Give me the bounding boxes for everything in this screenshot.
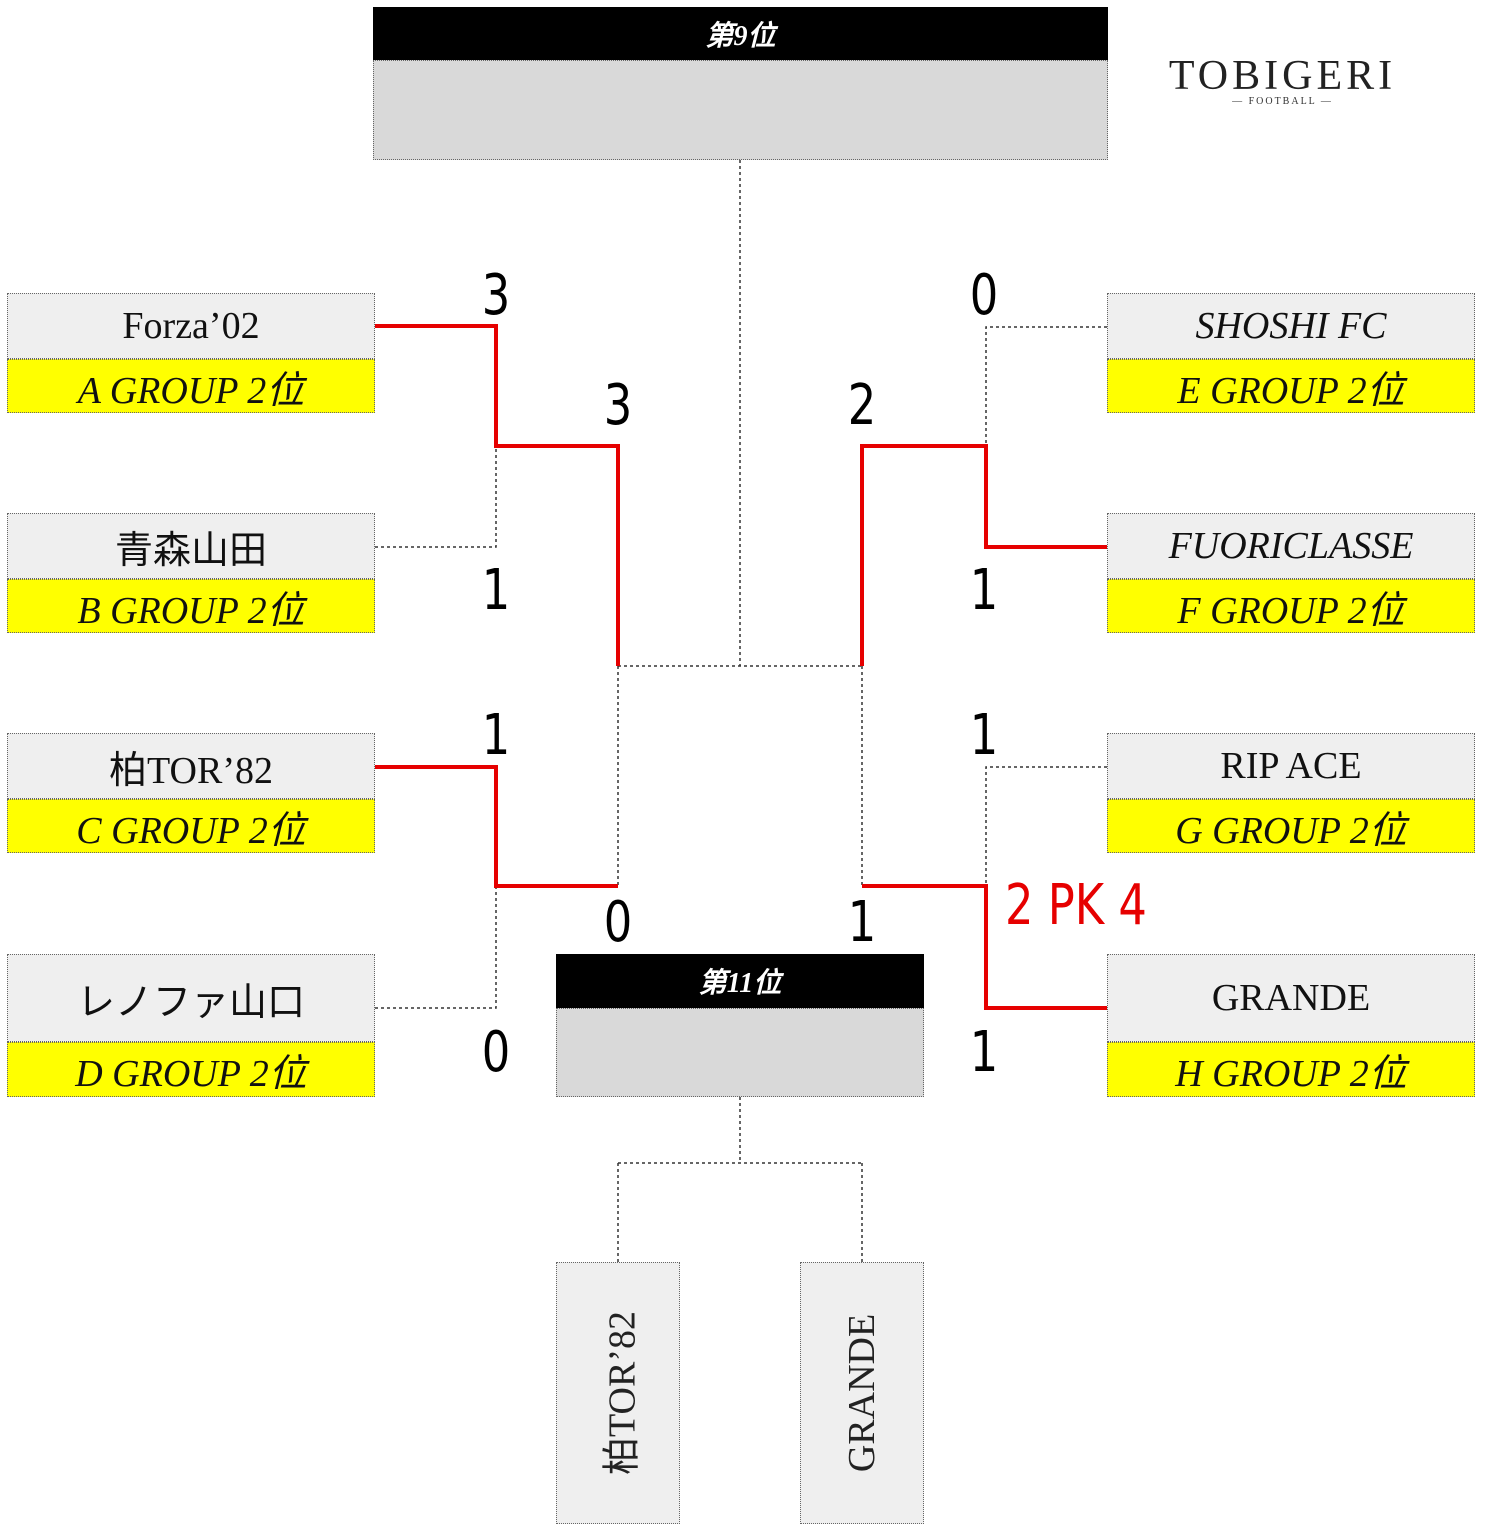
team-b-group: B GROUP 2位 (7, 579, 375, 633)
team-b-name: 青森山田 (7, 513, 375, 579)
logo-main-text: TOBIGERI (1168, 53, 1397, 99)
team-a-group: A GROUP 2位 (7, 359, 375, 413)
score-team-e: 0 (969, 263, 999, 328)
team-d-group: D GROUP 2位 (7, 1042, 375, 1097)
team-e-group: E GROUP 2位 (1107, 359, 1475, 413)
eleventh-candidate-1: 柏TOR’82 (556, 1262, 680, 1524)
logo-sub-text: — FOOTBALL — (1232, 96, 1333, 107)
score-team-f: 1 (969, 558, 999, 623)
team-g-name: RIP ACE (1107, 733, 1475, 799)
team-a-name: Forza’02 (7, 293, 375, 359)
score-team-b: 1 (481, 558, 511, 623)
ninth-place-slot (373, 60, 1108, 160)
team-h-name: GRANDE (1107, 954, 1475, 1042)
eleventh-place-title: 第11位 (698, 968, 782, 999)
pk-score: 2 PK 4 (1005, 873, 1147, 938)
team-e-name: SHOSHI FC (1107, 293, 1475, 359)
team-c-group: C GROUP 2位 (7, 799, 375, 853)
ninth-place-header: 第9位 (373, 7, 1108, 60)
score-team-g: 1 (969, 703, 999, 768)
team-f-name: FUORICLASSE (1107, 513, 1475, 579)
score-team-c: 1 (481, 703, 511, 768)
eleventh-candidate-2: GRANDE (800, 1262, 924, 1524)
team-f-group: F GROUP 2位 (1107, 579, 1475, 633)
score-semi-left-top: 3 (603, 373, 633, 438)
team-g-group: G GROUP 2位 (1107, 799, 1475, 853)
tobigeri-logo: TOBIGERI — FOOTBALL — (1160, 52, 1405, 107)
score-semi-right-top: 2 (847, 373, 877, 438)
score-semi-right-bottom: 1 (847, 890, 877, 955)
team-h-group: H GROUP 2位 (1107, 1042, 1475, 1097)
score-team-a: 3 (481, 263, 511, 328)
eleventh-candidate-2-name: GRANDE (841, 1313, 883, 1473)
eleventh-place-header: 第11位 (556, 954, 924, 1008)
score-team-h: 1 (969, 1020, 999, 1085)
eleventh-candidate-1-name: 柏TOR’82 (601, 1311, 644, 1475)
score-team-d: 0 (481, 1020, 511, 1085)
eleventh-place-slot (556, 1008, 924, 1097)
ninth-place-title: 第9位 (705, 20, 776, 52)
team-c-name: 柏TOR’82 (7, 733, 375, 799)
team-d-name: レノファ山口 (7, 954, 375, 1042)
score-semi-left-bottom: 0 (603, 890, 633, 955)
